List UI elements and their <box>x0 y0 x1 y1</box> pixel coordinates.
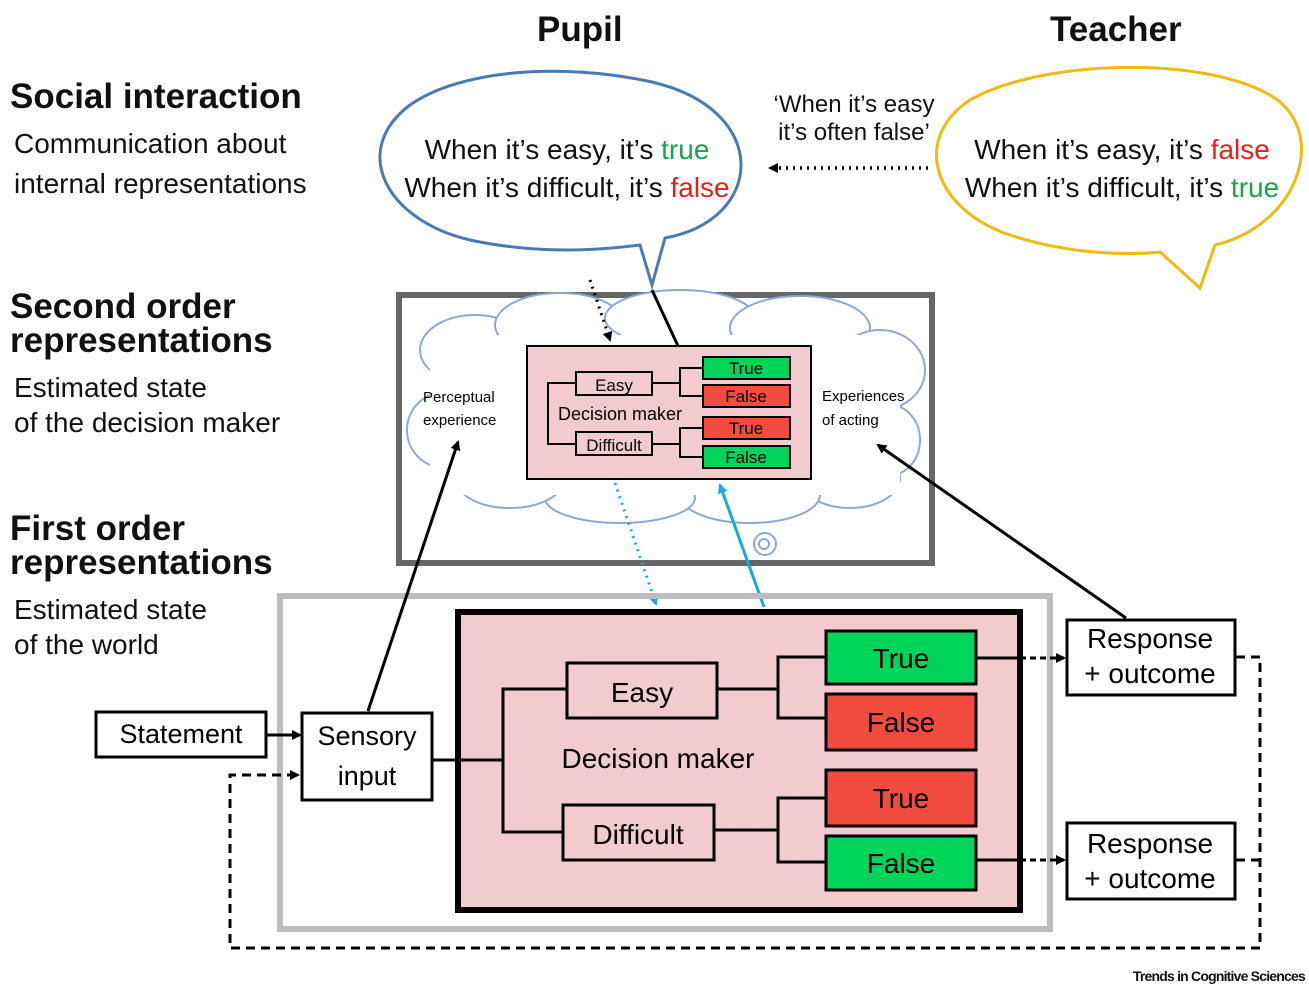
pupil-line1-value: true <box>661 134 710 165</box>
first-order-difficult-label: Difficult <box>592 819 684 850</box>
teacher-bubble-line2: When it’s difficult, it’s true <box>964 172 1280 203</box>
second-order-easy-box <box>575 371 653 396</box>
first-to-second-arrow <box>718 483 766 608</box>
response-top-label-line2: + outcome <box>1084 658 1216 689</box>
experiences-of-acting-label-line1: Experiences <box>822 388 905 405</box>
teacher-quote-line1: ‘When it’s easy <box>773 91 935 118</box>
perceptual-experience-label-line2: experience <box>423 412 496 429</box>
response-bottom-label-line2: + outcome <box>1084 863 1216 894</box>
first-desc-line1: Estimated state <box>14 594 207 625</box>
teacher-quote-line2: it’s often false’ <box>778 119 930 146</box>
second-order-easy-true-box <box>702 356 791 380</box>
first-order-easy-box <box>565 661 719 720</box>
pupil-bubble-text: When it’s easy, it’s true When it’s diff… <box>382 131 752 207</box>
second-order-easy-label: Easy <box>595 376 633 395</box>
teacher-bubble-line1: When it’s easy, it’s false <box>974 134 1270 165</box>
teacher-bubble-text: When it’s easy, it’s false When it’s dif… <box>937 131 1307 207</box>
first-order-decision-maker-label: Decision maker <box>562 743 755 774</box>
second-order-difficult-box <box>575 431 653 456</box>
pupil-bubble-line1: When it’s easy, it’s true <box>424 134 710 165</box>
second-order-heading-line2: representations <box>10 321 273 360</box>
first-order-difficult-true-label: True <box>873 783 930 814</box>
social-interaction-heading: Social interaction <box>10 77 302 116</box>
experiences-of-acting-label-line2: of acting <box>822 412 879 429</box>
first-desc-line2: of the world <box>14 629 159 660</box>
perceptual-experience-label-line1: Perceptual <box>423 389 495 406</box>
response-bottom-label-line1: Response <box>1087 828 1213 859</box>
response-outcome-box-bottom <box>1065 821 1237 901</box>
second-order-easy-true-label: True <box>729 359 763 378</box>
response-top-label-line1: Response <box>1087 623 1213 654</box>
second-order-heading-line1: Second order <box>10 287 236 326</box>
second-desc-line1: Estimated state <box>14 372 207 403</box>
first-order-frame <box>277 593 1053 932</box>
second-order-decision-maker-label: Decision maker <box>558 404 682 424</box>
pupil-bubble-line2: When it’s difficult, it’s false <box>404 172 730 203</box>
second-order-easy-false-label: False <box>725 387 767 406</box>
sensory-input-label-line2: input <box>338 761 397 791</box>
first-order-difficult-box <box>561 803 716 862</box>
social-desc-line1: Communication about <box>14 128 287 159</box>
teacher-title: Teacher <box>1050 10 1182 49</box>
first-order-difficult-true-box <box>824 768 978 828</box>
sensory-to-perceptual-arrow <box>366 440 461 712</box>
teacher-line1-value: false <box>1210 134 1270 165</box>
teacher-quote: ‘When it’s easy it’s often false’ <box>758 91 950 147</box>
sensory-input-box <box>300 711 434 802</box>
first-order-easy-true-label: True <box>873 643 930 674</box>
sensory-input-label-line1: Sensory <box>317 721 417 751</box>
first-order-heading-line2: representations <box>10 543 273 582</box>
journal-credit: Trends in Cognitive Sciences <box>1132 968 1306 984</box>
statement-label: Statement <box>119 719 243 749</box>
second-order-difficult-true-box <box>702 416 791 440</box>
pupil-title: Pupil <box>537 10 623 49</box>
second-order-difficult-false-label: False <box>725 448 767 467</box>
teacher-line2-value: true <box>1230 172 1280 203</box>
second-desc-line2: of the decision maker <box>14 407 281 438</box>
response-to-acting-arrow <box>876 443 1127 620</box>
second-order-difficult-true-label: True <box>729 419 763 438</box>
first-order-easy-false-label: False <box>867 707 935 738</box>
first-order-easy-label: Easy <box>611 677 673 708</box>
first-order-heading-line1: First order <box>10 509 186 548</box>
social-desc-line2: internal representations <box>14 168 307 199</box>
first-order-difficult-false-box <box>824 834 978 892</box>
second-order-difficult-false-box <box>702 445 791 469</box>
teacher-speech-bubble <box>935 65 1303 291</box>
second-order-easy-false-box <box>702 384 791 408</box>
first-order-easy-true-box <box>824 629 978 686</box>
response-outcome-box-top <box>1065 618 1237 697</box>
second-to-first-dotted-arrow <box>613 482 659 606</box>
pupil-line2-value: false <box>670 172 730 203</box>
feedback-loop-arrow <box>228 655 1262 950</box>
pupil-speech-bubble <box>378 69 743 291</box>
first-order-easy-false-box <box>824 692 978 752</box>
second-order-difficult-label: Difficult <box>586 436 642 455</box>
first-order-difficult-false-label: False <box>867 848 935 879</box>
bubble-tail-connector <box>650 289 680 347</box>
